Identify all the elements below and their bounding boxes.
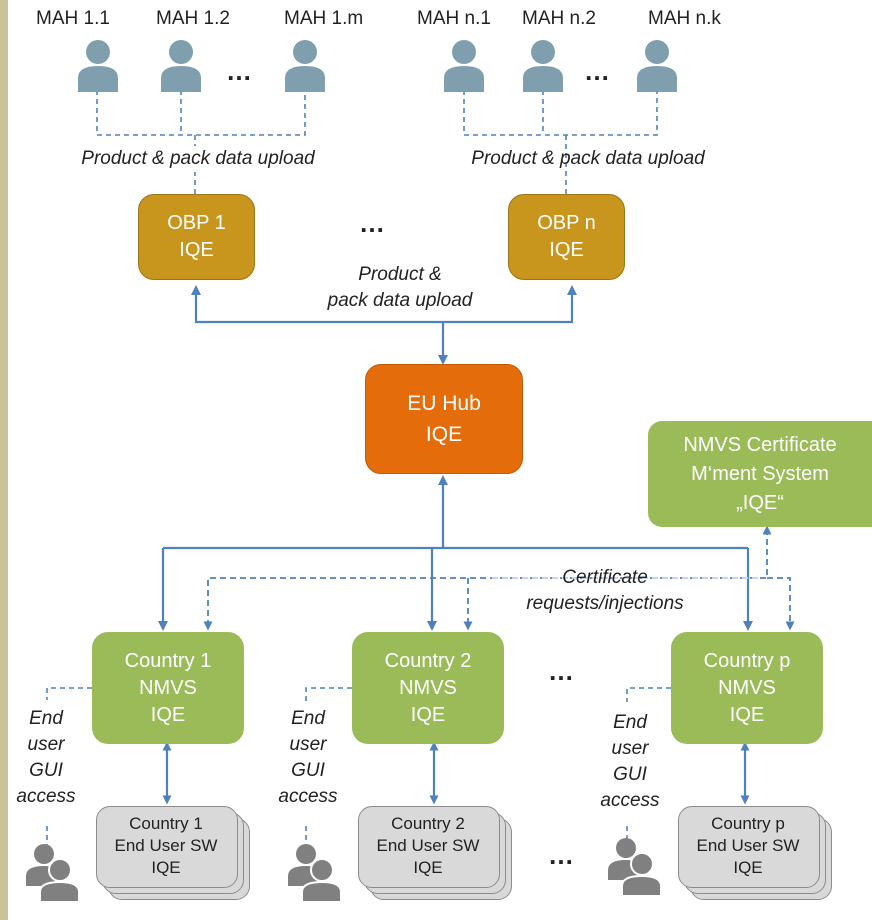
ellipsis: … xyxy=(548,840,576,870)
mah-label: MAH n.2 xyxy=(522,8,596,29)
gui-access-line: user xyxy=(611,738,649,759)
country-2-sw-label: Country 2 End User SW IQE xyxy=(358,806,498,886)
certificate-dashed-lines xyxy=(203,525,795,631)
cert-requests-line1: Certificate xyxy=(562,567,648,588)
user-icon xyxy=(523,40,563,92)
country-2-nmvs: NMVS xyxy=(399,676,457,699)
mah-label: MAH 1.1 xyxy=(36,8,110,29)
sw-line: End User SW xyxy=(696,836,800,855)
gui-access-line: user xyxy=(289,734,327,755)
country-p-iqe: IQE xyxy=(729,703,765,726)
user-icon xyxy=(285,40,325,92)
sw-line: End User SW xyxy=(114,836,218,855)
cert-system-line1: NMVS Certificate xyxy=(683,433,837,456)
country-2-nmvs-box: Country 2 NMVS IQE xyxy=(352,632,504,744)
sw-line: IQE xyxy=(413,858,443,877)
user-icon xyxy=(161,40,201,92)
mah-right-dashed-lines xyxy=(463,90,658,195)
certificate-requests-label: Certificate requests/injections xyxy=(470,565,740,617)
cert-requests-line2: requests/injections xyxy=(526,593,684,614)
sw-line: Country 2 xyxy=(391,814,465,833)
gui-access-line: GUI xyxy=(291,760,325,781)
upload-label-right: Product & pack data upload xyxy=(471,148,705,169)
ellipsis: … xyxy=(548,656,576,686)
country-2-sw-box xyxy=(358,806,500,888)
gui-access-line: access xyxy=(600,790,660,811)
user-icon xyxy=(637,40,677,92)
sw-line: End User SW xyxy=(376,836,480,855)
gui-access-line: End xyxy=(291,708,325,729)
sw-line: Country 1 xyxy=(129,814,203,833)
upload-label-left: Product & pack data upload xyxy=(48,146,348,172)
country-1-nmvs: NMVS xyxy=(139,676,197,699)
country-p-nmvs-box: Country p NMVS IQE xyxy=(671,632,823,744)
country-1-nmvs-box: Country 1 NMVS IQE xyxy=(92,632,244,744)
nmvs-certificate-system-box: NMVS Certificate M‘ment System „IQE“ xyxy=(648,421,872,527)
country-1-sw-label: Country 1 End User SW IQE xyxy=(96,806,236,886)
country-p-name: Country p xyxy=(703,649,791,672)
obp-n-name: OBP n xyxy=(537,212,596,234)
mah-label: MAH 1.m xyxy=(284,8,364,29)
ellipsis: … xyxy=(226,56,254,86)
country-1-sw-box xyxy=(96,806,238,888)
country-p-sw-label: Country p End User SW IQE xyxy=(678,806,818,886)
country-p-nmvs: NMVS xyxy=(718,676,776,699)
sw-line: IQE xyxy=(733,858,763,877)
country-sw-arrows xyxy=(162,741,750,805)
user-icon xyxy=(444,40,484,92)
gui-access-line: access xyxy=(278,786,338,807)
ellipsis: … xyxy=(584,56,612,86)
obp-1-iqe: IQE xyxy=(179,239,214,261)
mah-left-dashed-lines xyxy=(96,90,306,195)
mah-label: MAH n.k xyxy=(648,8,721,29)
gui-access-line: GUI xyxy=(613,764,647,785)
obp-hub-arrows xyxy=(191,285,577,365)
eu-hub-iqe: IQE xyxy=(425,423,463,446)
upload-center-line2: pack data upload xyxy=(327,290,473,311)
cert-system-line2: M‘ment System xyxy=(691,462,829,485)
eu-hub-name: EU Hub xyxy=(407,392,481,415)
obp-n-box: OBP n IQE xyxy=(508,194,625,280)
gui-access-label: End user GUI access xyxy=(6,706,86,810)
upload-center-line1: Product & xyxy=(358,264,442,285)
mah-label: MAH 1.2 xyxy=(156,8,230,29)
user-group-icon xyxy=(26,844,80,902)
gui-access-line: user xyxy=(27,734,65,755)
sw-line: IQE xyxy=(151,858,181,877)
mah-label: MAH n.1 xyxy=(417,8,491,29)
obp-n-iqe: IQE xyxy=(549,239,584,261)
cert-system-line3: „IQE“ xyxy=(736,491,784,514)
country-2-iqe: IQE xyxy=(410,703,446,726)
sw-line: Country p xyxy=(711,814,785,833)
user-icon xyxy=(78,40,118,92)
user-group-icon xyxy=(608,838,662,896)
country-p-sw-box xyxy=(678,806,820,888)
gui-access-line: GUI xyxy=(29,760,63,781)
gui-access-line: access xyxy=(16,786,76,807)
user-group-icon xyxy=(288,844,342,902)
gui-access-label: End user GUI access xyxy=(590,710,670,814)
country-1-iqe: IQE xyxy=(150,703,186,726)
left-accent-bar xyxy=(0,0,8,920)
eu-hub-box: EU Hub IQE xyxy=(365,364,523,474)
country-1-name: Country 1 xyxy=(124,649,212,672)
gui-access-label: End user GUI access xyxy=(268,706,348,810)
country-2-name: Country 2 xyxy=(384,649,472,672)
obp-1-box: OBP 1 IQE xyxy=(138,194,255,280)
gui-access-line: End xyxy=(29,708,63,729)
gui-access-line: End xyxy=(613,712,647,733)
ellipsis: … xyxy=(359,208,387,238)
obp-1-name: OBP 1 xyxy=(167,212,226,234)
upload-label-center: Product & pack data upload xyxy=(290,262,510,314)
